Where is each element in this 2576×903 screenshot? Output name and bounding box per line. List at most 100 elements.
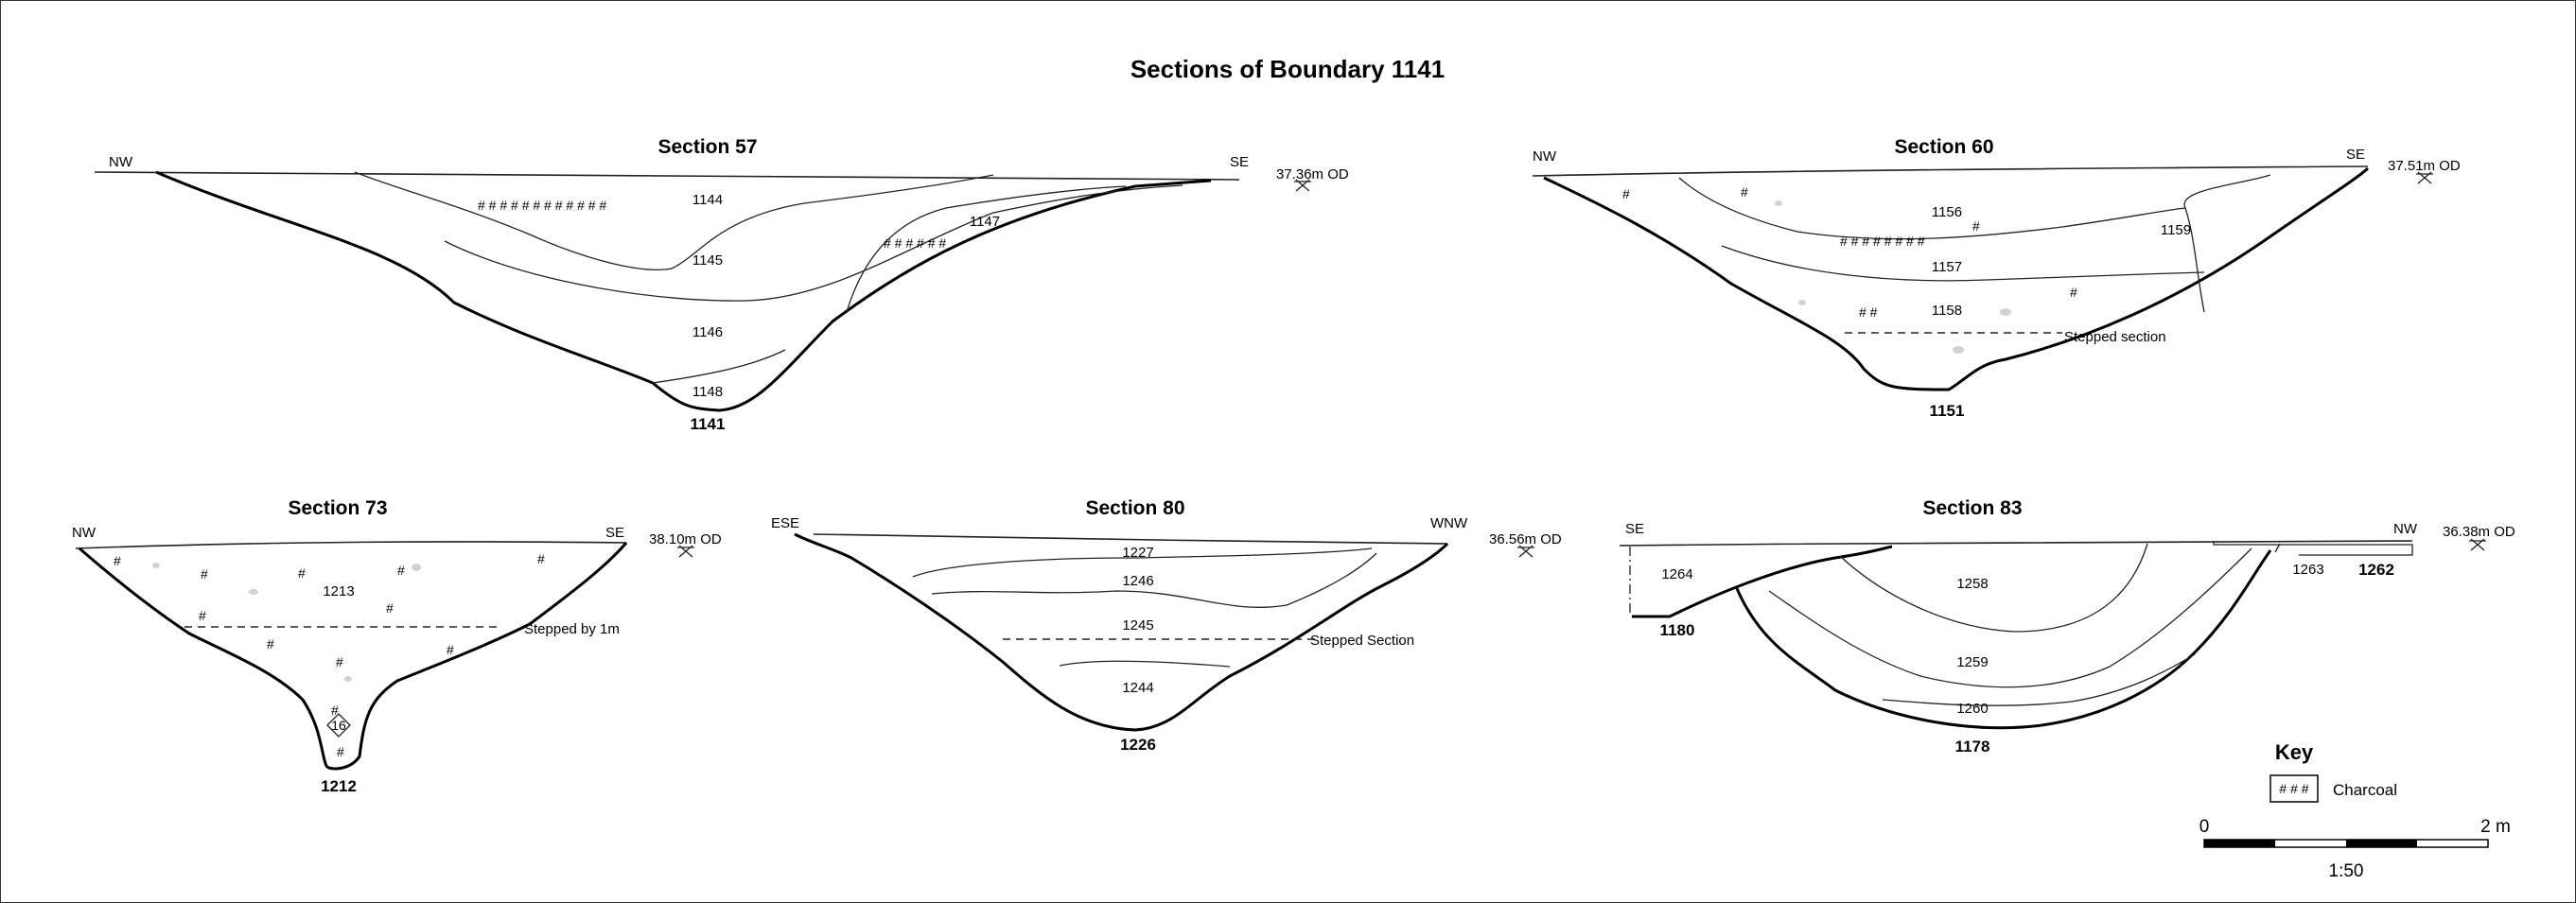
section-57-datum-icon <box>1294 179 1311 192</box>
section-83-od-level: 36.38m OD <box>2443 524 2515 540</box>
section-57-layer-1144 <box>354 171 994 270</box>
section-60-right-direction: SE <box>2346 147 2365 163</box>
section-83-context-1263: 1263 <box>2292 562 2323 578</box>
key-charcoal-label: Charcoal <box>2333 781 2397 799</box>
section-60-charcoal-icon-4: # <box>1972 218 1980 234</box>
section-57-right-direction: SE <box>1230 154 1249 170</box>
scale-start-label: 0 <box>2199 817 2210 837</box>
section-80-cut-number: 1226 <box>1120 736 1156 754</box>
section-73-sample-number: 16 <box>331 718 346 733</box>
section-60-charcoal-icon-6: # <box>2070 285 2077 300</box>
section-60-charcoal-icon-5: # # <box>1859 304 1878 320</box>
section-73-charcoal-icon: # <box>114 553 121 568</box>
section-60-inclusion-4 <box>1798 300 1806 305</box>
section-73-charcoal-icon-8: # <box>267 636 274 651</box>
section-73-charcoal-icon-6: # <box>199 608 206 623</box>
section-80-ground-line <box>813 533 1448 545</box>
section-60-note: Stepped section <box>2064 329 2166 345</box>
section-60-datum-icon <box>2416 171 2433 184</box>
section-80-layer-1227 <box>912 547 1373 578</box>
section-73-inclusion-4 <box>344 676 352 682</box>
section-57-context-1144: 1144 <box>692 192 723 208</box>
section-73: Section 73 NW SE 38.10m OD 1213 Stepped … <box>72 497 722 795</box>
section-83-title: Section 83 <box>1922 497 2022 519</box>
section-83-layer-1259 <box>1768 547 2252 688</box>
section-73-charcoal-icon-2: # <box>201 566 208 582</box>
section-57-context-1146: 1146 <box>692 324 723 340</box>
section-83-layer-1258 <box>1839 543 2148 633</box>
section-60-charcoal-icon-3: # # # # # # # # <box>1840 234 1925 249</box>
section-60: Section 60 NW SE 37.51m OD 1156 1157 115… <box>1532 136 2461 420</box>
scale-bar: 0 2 m 1:50 <box>2199 817 2511 881</box>
scale-end-label: 2 m <box>2480 817 2511 837</box>
section-80-layer-1246 <box>931 552 1377 608</box>
section-57-left-direction: NW <box>109 154 133 170</box>
scale-bar-segment-3 <box>2346 840 2417 847</box>
section-73-charcoal-icon-5: # <box>537 551 545 566</box>
section-73-charcoal-icon-3: # <box>298 565 306 581</box>
section-60-title: Section 60 <box>1894 136 1993 158</box>
key-charcoal-box <box>2269 774 2319 803</box>
scale-bar-segment-1 <box>2204 840 2275 847</box>
section-80: Section 80 ESE WNW 36.56m OD 1227 1246 1… <box>771 497 1562 754</box>
section-73-od-level: 38.10m OD <box>649 531 722 547</box>
section-57: Section 57 NW SE 37.36m OD 1144 1145 114… <box>94 136 1349 433</box>
section-83-datum-icon <box>2469 538 2486 551</box>
section-57-context-1145: 1145 <box>692 252 723 269</box>
section-60-od-level: 37.51m OD <box>2388 158 2461 174</box>
section-60-context-1156: 1156 <box>1932 204 1962 220</box>
section-80-note: Stepped Section <box>1310 633 1414 649</box>
section-83-cut-1178 <box>1734 549 2272 730</box>
section-57-cut-profile <box>155 170 1212 412</box>
section-83-left-direction: SE <box>1625 521 1644 537</box>
section-73-inclusion-3 <box>412 564 421 571</box>
section-57-layer-1145 <box>444 184 1183 302</box>
section-60-left-direction: NW <box>1533 148 1557 165</box>
section-60-layer-1159 <box>2183 174 2271 209</box>
section-57-charcoal-icon-2: # # # # # # <box>884 235 946 251</box>
section-60-context-1157: 1157 <box>1932 259 1962 275</box>
figure-title: Sections of Boundary 1141 <box>1130 55 1445 83</box>
section-73-cut-number: 1212 <box>321 777 357 795</box>
section-80-context-1244: 1244 <box>1122 680 1153 696</box>
section-57-od-level: 37.36m OD <box>1276 166 1349 182</box>
section-80-context-1245: 1245 <box>1122 617 1153 634</box>
section-80-right-direction: WNW <box>1430 515 1468 531</box>
section-83-cut-number-1178: 1178 <box>1955 738 1990 755</box>
section-80-od-level: 36.56m OD <box>1489 531 1562 547</box>
section-80-cut-profile <box>794 532 1449 732</box>
section-73-charcoal-icon-7: # <box>386 600 394 616</box>
section-60-charcoal-icon: # <box>1622 186 1630 201</box>
section-73-charcoal-icon-4: # <box>397 563 405 578</box>
key: Key # # # Charcoal <box>2269 740 2397 803</box>
section-73-charcoal-icon-11: # <box>331 703 339 718</box>
section-60-cut-profile <box>1543 166 2370 391</box>
section-60-layer-1159-side <box>2184 207 2205 313</box>
section-73-charcoal-icon-10: # <box>447 642 454 657</box>
section-83: Section 83 SE NW 36.38m OD 1264 1258 125… <box>1619 497 2515 755</box>
section-57-charcoal-icon: # # # # # # # # # # # # <box>478 198 606 213</box>
section-73-charcoal-icon-12: # <box>337 744 344 759</box>
section-83-cut-number-1262: 1262 <box>2358 561 2394 579</box>
section-80-datum-icon <box>1517 545 1534 558</box>
section-83-context-1264: 1264 <box>1661 566 1692 582</box>
scale-ratio: 1:50 <box>2329 861 2364 881</box>
section-83-deposit-1263 <box>2213 541 2413 556</box>
section-73-inclusion-2 <box>249 589 258 595</box>
section-57-context-1148: 1148 <box>692 384 723 400</box>
section-57-layer-1147 <box>846 185 1127 313</box>
section-60-charcoal-icon-2: # <box>1741 184 1748 200</box>
section-57-context-1147: 1147 <box>970 214 1000 230</box>
section-60-layer-1156 <box>1678 177 2186 240</box>
section-83-ground-line <box>1619 540 2413 547</box>
section-60-context-1159: 1159 <box>2161 222 2191 238</box>
section-83-cut-number-1180: 1180 <box>1660 621 1695 639</box>
section-60-cut-number: 1151 <box>1930 402 1965 420</box>
section-73-left-direction: NW <box>72 525 96 541</box>
section-80-context-1227: 1227 <box>1122 545 1153 561</box>
section-83-context-1258: 1258 <box>1956 576 1988 592</box>
section-83-context-1259: 1259 <box>1956 654 1988 670</box>
section-57-cut-number: 1141 <box>691 415 726 433</box>
